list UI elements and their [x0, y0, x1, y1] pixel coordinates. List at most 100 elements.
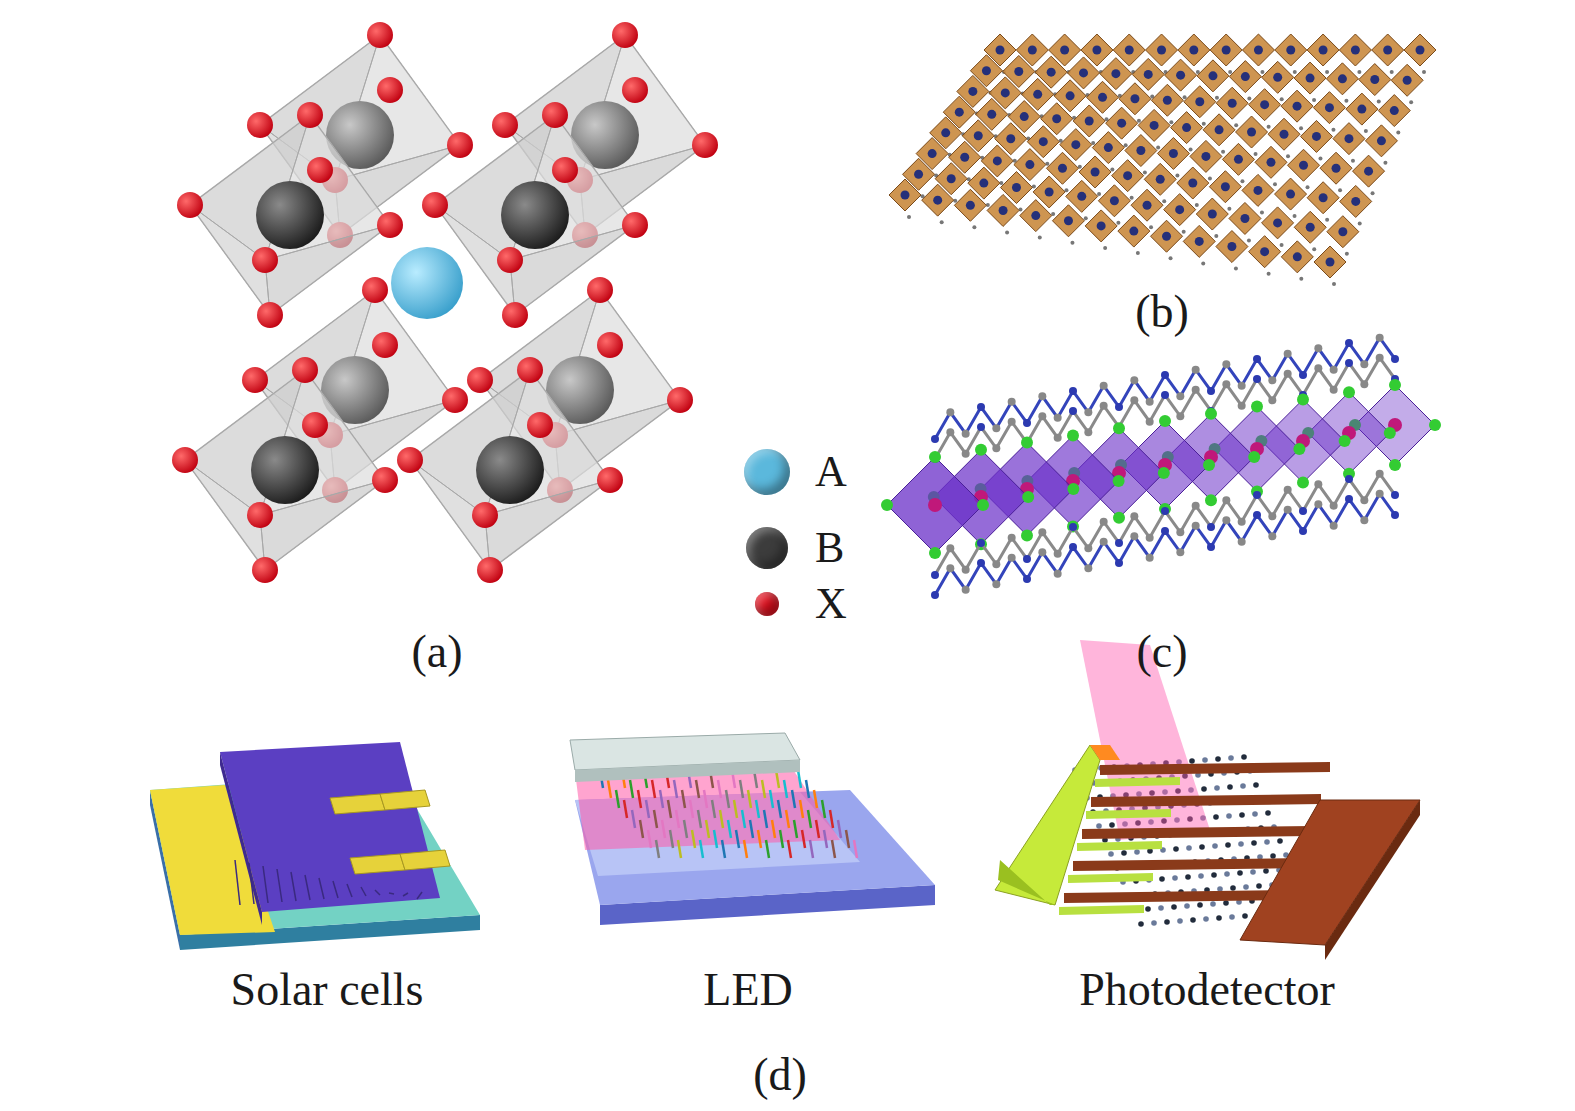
nanocrystal [756, 800, 759, 818]
atom [1299, 126, 1303, 130]
atom [667, 387, 693, 413]
lattice [1159, 876, 1165, 882]
atom [172, 447, 198, 473]
atom [1364, 129, 1368, 133]
atom [1286, 46, 1295, 55]
lattice [1108, 851, 1114, 857]
atom [1069, 387, 1077, 395]
atom [1215, 125, 1224, 134]
atom [1052, 114, 1061, 123]
nanocrystal [810, 840, 813, 858]
atom [1130, 396, 1138, 404]
atom [1130, 512, 1138, 520]
lattice [1096, 823, 1102, 829]
device-label: Photodetector [1079, 967, 1335, 1013]
atom [1345, 252, 1349, 256]
atom [1330, 502, 1338, 510]
atom [1332, 164, 1341, 173]
lattice [1243, 884, 1249, 890]
lattice [1227, 784, 1233, 790]
atom [1330, 366, 1338, 374]
atom [1183, 95, 1187, 99]
atom [1045, 187, 1054, 196]
atom [1176, 528, 1184, 536]
atom [1371, 191, 1375, 195]
atom [977, 403, 985, 411]
atom [1012, 183, 1021, 192]
texture [291, 872, 296, 901]
device-label: Solar cells [231, 967, 424, 1013]
atom [1176, 548, 1184, 556]
atom [1280, 243, 1284, 247]
atom [1376, 354, 1384, 362]
lattice [1253, 782, 1259, 788]
atom [1314, 500, 1322, 508]
atom [1143, 201, 1152, 210]
atom [1273, 182, 1277, 186]
shape [1229, 61, 1261, 93]
atom [946, 408, 954, 416]
atom [1325, 103, 1334, 112]
nanocrystal [728, 820, 731, 838]
atom [307, 157, 333, 183]
lattice [1223, 900, 1229, 906]
atom [1038, 236, 1042, 240]
shape [1307, 34, 1339, 66]
atom [1084, 408, 1092, 416]
atom [992, 424, 1000, 432]
atom [992, 444, 1000, 452]
atom [1314, 480, 1322, 488]
atom [1240, 214, 1249, 223]
lattice [1172, 875, 1178, 881]
organic-chain [935, 474, 1395, 575]
atom [1409, 100, 1413, 104]
atom [1038, 528, 1046, 536]
atom [1228, 70, 1232, 74]
nanocrystal [668, 800, 671, 818]
atom [1422, 70, 1426, 74]
nanocrystal [794, 820, 797, 838]
atom [527, 412, 553, 438]
atom [517, 357, 543, 383]
lattice [1240, 783, 1246, 789]
atom [1047, 68, 1056, 77]
atom [1391, 511, 1399, 519]
nanocrystal [784, 780, 787, 798]
atom [975, 444, 987, 456]
atom [1344, 134, 1353, 143]
lattice [1198, 873, 1204, 879]
atom [1097, 221, 1106, 230]
atom [1299, 371, 1307, 379]
atom [1195, 237, 1204, 246]
lattice [1134, 849, 1140, 855]
lattice [1138, 921, 1144, 927]
lattice [1277, 838, 1283, 844]
atom [1159, 415, 1171, 427]
atom [1227, 242, 1236, 251]
atom [1054, 434, 1062, 442]
atom [1306, 185, 1310, 189]
legend-label: A [815, 450, 847, 494]
atom [422, 192, 448, 218]
atom [1360, 380, 1368, 388]
atom [1176, 71, 1185, 80]
panel-label: (d) [753, 1052, 807, 1098]
shape [1281, 90, 1313, 122]
lattice [1121, 850, 1127, 856]
atom [1345, 339, 1353, 347]
lattice [1239, 812, 1245, 818]
shape [1151, 220, 1183, 252]
nanocrystal [832, 840, 835, 858]
lattice [1185, 874, 1191, 880]
atom [1332, 282, 1336, 286]
lattice [1237, 870, 1243, 876]
atom [501, 181, 569, 249]
nanocrystal [616, 790, 619, 808]
shape [1262, 61, 1294, 93]
atom [1192, 522, 1200, 530]
nanocrystal [758, 830, 761, 848]
atom [1234, 155, 1243, 164]
atom [1146, 418, 1154, 426]
shape [1183, 225, 1215, 257]
